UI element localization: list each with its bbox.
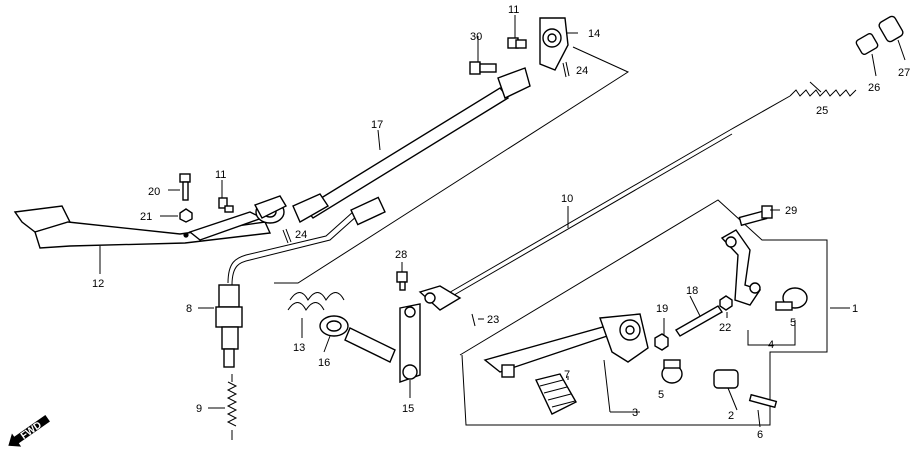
callout-4: 4 (768, 339, 774, 351)
callout-11-lower: 11 (215, 169, 226, 181)
nut-21 (179, 208, 193, 223)
callout-25: 25 (816, 105, 828, 117)
callout-22: 22 (719, 322, 731, 334)
bolt-11-lower (218, 197, 234, 213)
callout-27: 27 (898, 67, 910, 79)
callout-19: 19 (656, 303, 668, 315)
pin-6 (748, 393, 778, 409)
spring-13 (287, 292, 345, 311)
callout-30: 30 (470, 31, 482, 43)
callout-15: 15 (402, 403, 414, 415)
bolt-29 (738, 205, 773, 227)
callout-9: 9 (196, 403, 202, 415)
nut-22 (719, 295, 733, 311)
callout-26: 26 (868, 82, 880, 94)
callout-14: 14 (588, 28, 600, 40)
callout-18: 18 (686, 285, 698, 297)
shift-rubber-7 (535, 373, 577, 415)
callout-7: 7 (564, 369, 570, 381)
leader-lines (99, 15, 906, 428)
ball-joint-5-lower (661, 359, 683, 384)
nut-19 (654, 333, 669, 351)
bolt-11-upper (507, 37, 527, 49)
bolt-30 (469, 61, 497, 75)
bolt-20 (179, 173, 191, 201)
fwd-arrow-icon: FWD (8, 414, 50, 447)
callout-24-lower: 24 (295, 229, 307, 241)
assembly-outline-upper (274, 46, 630, 284)
callout-6: 6 (757, 429, 763, 441)
collar-2 (713, 369, 739, 389)
cable-spring-25 (789, 89, 857, 97)
cap-26 (855, 32, 879, 56)
callout-21: 21 (140, 211, 152, 223)
cotter-pin-24-upper (562, 61, 570, 78)
bolt-28 (396, 271, 408, 291)
callout-8: 8 (186, 303, 192, 315)
callout-2: 2 (728, 410, 734, 422)
callout-labels: 1 2 3 4 5 5 6 7 8 9 10 11 11 12 13 14 15… (92, 4, 910, 441)
shift-pedal (483, 313, 649, 378)
rod-18 (675, 305, 723, 337)
collar-16 (319, 315, 349, 337)
callout-13: 13 (293, 342, 305, 354)
brake-arm-15 (344, 303, 421, 383)
cotter-pin-24-lower (282, 228, 292, 244)
bracket-14 (539, 17, 569, 71)
brake-pedal (13, 195, 287, 249)
brake-cable-10 (418, 95, 791, 311)
callout-12: 12 (92, 278, 104, 290)
callout-28: 28 (395, 249, 407, 261)
return-spring (226, 374, 238, 440)
callout-3: 3 (632, 407, 638, 419)
brake-switch (215, 196, 386, 368)
shift-arm (720, 229, 762, 306)
callout-24-upper: 24 (576, 65, 588, 77)
callout-16: 16 (318, 357, 330, 369)
brake-rod-17 (292, 67, 531, 223)
callout-29: 29 (785, 205, 797, 217)
assembly-outline-pedal-group (459, 199, 828, 426)
callout-10: 10 (561, 193, 573, 205)
cap-27 (878, 15, 904, 43)
callout-5-lower: 5 (658, 389, 664, 401)
callout-1: 1 (852, 303, 858, 315)
ball-joint-5-upper (775, 287, 808, 311)
callout-23: 23 (487, 314, 499, 326)
callout-20: 20 (148, 186, 160, 198)
pin-23 (471, 313, 476, 327)
callout-17: 17 (371, 119, 383, 131)
callout-5-upper: 5 (790, 317, 796, 329)
callout-11-upper: 11 (508, 4, 519, 16)
